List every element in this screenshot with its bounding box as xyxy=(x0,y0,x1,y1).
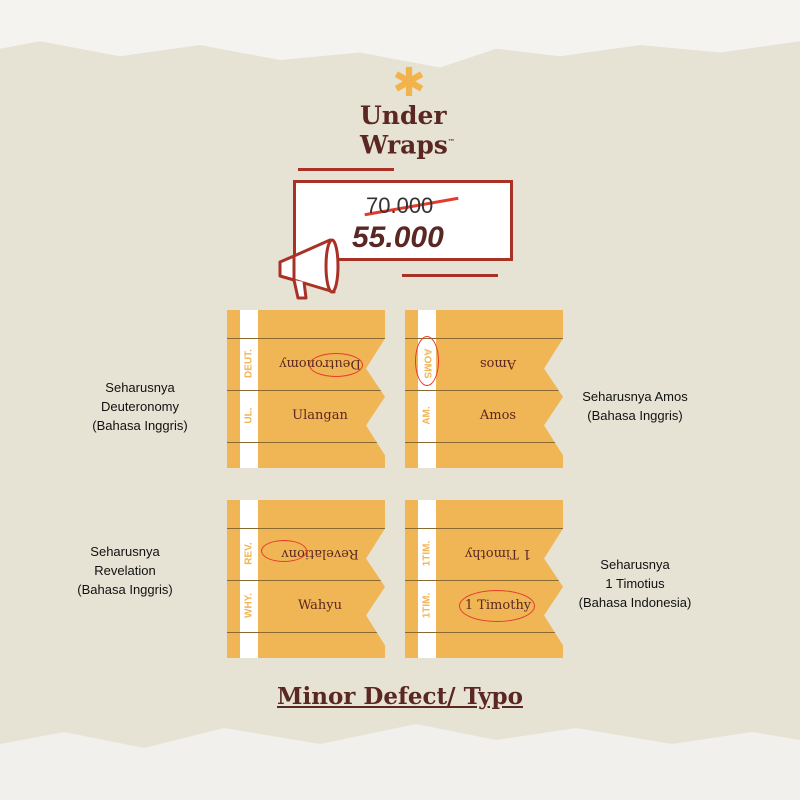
tab-abbrev: 1TIM. xyxy=(421,540,433,567)
megaphone-icon xyxy=(278,238,340,300)
torn-paper-bottom xyxy=(0,724,800,800)
error-circle xyxy=(459,590,535,622)
tab-abbrev: WHY. xyxy=(243,593,255,618)
error-circle xyxy=(261,540,307,562)
tab-abbrev: AM. xyxy=(421,406,433,425)
page-title: Minor Defect/ Typo xyxy=(277,683,523,710)
error-circle xyxy=(309,353,363,377)
brand-line2: Wraps xyxy=(360,130,448,160)
tab-abbrev: DEUT. xyxy=(243,349,255,378)
tab-label: Amos xyxy=(479,408,517,423)
tab-label-upside: Amos xyxy=(479,356,517,371)
decor-line xyxy=(402,274,498,277)
old-price: 70.000 xyxy=(366,193,434,218)
tab-strip xyxy=(240,500,258,658)
tab-label-upside: 1 Timothy xyxy=(464,546,532,561)
brand-line1: Under xyxy=(360,101,447,130)
price-box: 70.000 55.000 xyxy=(293,180,513,261)
tab-card-revelation: REV. WHY. Revelationv Wahyu xyxy=(227,500,385,658)
tab-abbrev: 1TIM. xyxy=(421,592,433,619)
tab-label: Wahyu xyxy=(297,598,343,613)
asterisk-logo-icon: ✱ xyxy=(392,61,426,105)
decor-line xyxy=(298,168,394,171)
tab-card-amos: AOMS AM. Amos Amos xyxy=(405,310,563,468)
tab-strip xyxy=(418,500,436,658)
tab-abbrev: REV. xyxy=(243,542,255,565)
new-price: 55.000 xyxy=(352,221,444,254)
tab-abbrev: UL. xyxy=(243,407,255,424)
tab-strip xyxy=(240,310,258,468)
tab-card-deuteronomy: DEUT. UL. Deutronomy Ulangan xyxy=(227,310,385,468)
tab-label: Ulangan xyxy=(292,408,348,423)
tab-strip xyxy=(418,310,436,468)
error-circle xyxy=(415,336,439,386)
tab-card-1-timothy: 1TIM. 1TIM. 1 Timothy 1 Timothy xyxy=(405,500,563,658)
note-amos: Seharusnya Amos(Bahasa Inggris) xyxy=(582,389,688,423)
trademark: ™ xyxy=(447,137,455,146)
